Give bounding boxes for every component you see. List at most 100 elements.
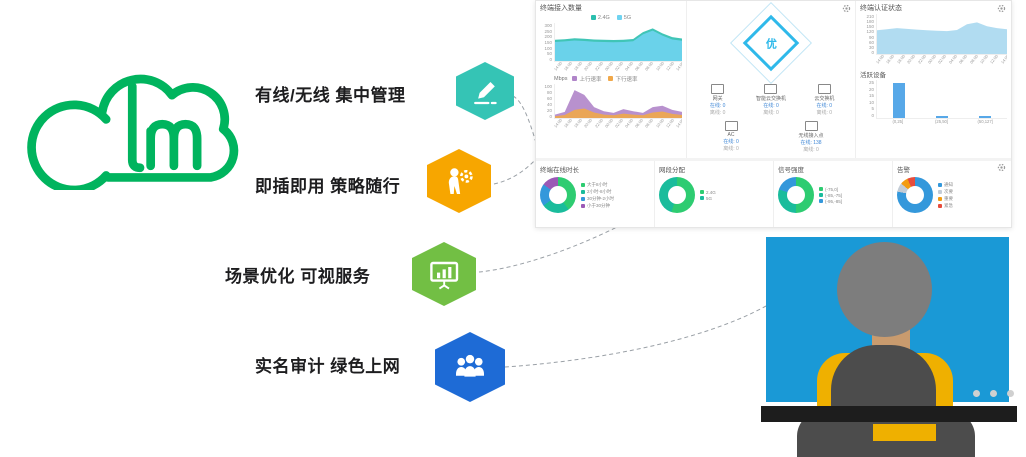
panel-title: 终端接入数量	[540, 5, 582, 12]
active-devices-bar-chart	[876, 80, 1007, 119]
tick-label: 200	[544, 34, 552, 40]
bar	[892, 83, 905, 118]
tick-label: 300	[544, 23, 552, 28]
legend-item: 次要	[938, 189, 953, 195]
tick-label: (50,127]	[977, 119, 993, 124]
legend-item: 小于30分钟	[581, 203, 614, 209]
legend-label: 小于30分钟	[587, 202, 611, 208]
legend-swatch	[581, 196, 585, 201]
legend-item: 通知	[938, 182, 953, 188]
device-online-count: 在线: 0	[723, 139, 739, 145]
device-icon	[764, 84, 778, 94]
legend-swatch	[938, 182, 942, 187]
legend-label: 通知	[944, 181, 953, 187]
legend-label: 上行速率	[579, 76, 602, 83]
legend-label: (-95,-85]	[825, 198, 843, 204]
feature-label-3: 场景优化 可视服务	[225, 267, 371, 286]
tick-label: 150	[544, 39, 552, 45]
device-offline-count: 离线: 0	[763, 110, 779, 116]
legend-swatch	[819, 187, 823, 191]
panel-title: 信号强度	[778, 167, 804, 174]
feature-hexagon-2	[427, 149, 491, 213]
device-name: AC	[727, 132, 735, 138]
tick-label: 0	[871, 112, 874, 118]
legend-label: (-75,0]	[825, 186, 839, 192]
chart-legend: 上行速率下行速率	[572, 75, 637, 83]
donut-hole	[906, 186, 924, 204]
tick-label: 60	[546, 96, 552, 101]
device-online-count: 在线: 0	[709, 103, 726, 109]
legend-swatch	[938, 189, 942, 194]
tick-label: 20	[546, 108, 552, 113]
legend-label: 紧急	[944, 202, 953, 208]
legend-item: (-95,-85]	[819, 199, 842, 204]
legend-swatch	[938, 203, 942, 208]
legend-item: 5G	[616, 15, 631, 21]
device-online-count: 在线: 0	[763, 103, 779, 109]
tick-label: 60	[868, 39, 874, 45]
legend-label: 2.4G	[597, 14, 610, 21]
tick-label: 50	[546, 51, 552, 57]
pencil-icon	[473, 81, 497, 104]
feature-hexagon-3	[412, 242, 476, 306]
tick-label: 100	[544, 84, 552, 89]
access-area-chart	[554, 23, 682, 62]
label: 通知次要重要紧急	[897, 177, 1007, 213]
device-offline-count: 离线: 0	[816, 110, 833, 116]
gear-icon[interactable]	[997, 4, 1006, 13]
legend-swatch	[938, 196, 942, 201]
feature-label-4: 实名审计 绿色上网	[255, 357, 401, 376]
donut-hole	[668, 186, 686, 204]
tick-label: 150	[866, 24, 874, 30]
legend-swatch	[581, 182, 585, 187]
legend-label: 大于8小时	[587, 181, 608, 187]
legend-label: 次要	[944, 188, 953, 194]
tick-label: 25	[868, 80, 874, 85]
device-offline-count: 离线: 0	[803, 147, 819, 153]
legend-swatch	[581, 203, 585, 208]
panel-title: 网段分配	[659, 167, 685, 174]
legend-swatch	[581, 189, 585, 194]
tick-label: 0	[871, 49, 874, 55]
device-offline-count: 离线: 0	[723, 146, 739, 152]
desk-bar	[761, 406, 1017, 422]
legend-swatch	[819, 193, 823, 197]
tick-label: 0	[549, 114, 552, 119]
mbps-label: Mbps	[554, 75, 568, 82]
device-online-count: 在线: 138	[800, 140, 822, 146]
cloud-logo	[8, 40, 243, 195]
gear-icon[interactable]	[842, 4, 851, 13]
person-shirt	[873, 424, 936, 441]
gear-icon[interactable]	[997, 163, 1006, 172]
health-diamond: 优	[729, 1, 813, 85]
legend-item: 2.4G	[590, 14, 610, 21]
legend-swatch	[700, 196, 704, 200]
tick-label: 210	[866, 14, 874, 19]
tick-label: 30	[868, 44, 874, 50]
legend-item: 上行速率	[572, 75, 601, 83]
donut-legend: (-75,0](-85,-75](-95,-85]	[819, 187, 842, 204]
panel-title: 终端认证状态	[860, 5, 902, 12]
person-gear-icon	[448, 168, 473, 194]
legend-swatch	[819, 199, 823, 203]
device-offline-count: 离线: 0	[709, 110, 726, 116]
legend-item: (-75,0]	[819, 187, 842, 192]
